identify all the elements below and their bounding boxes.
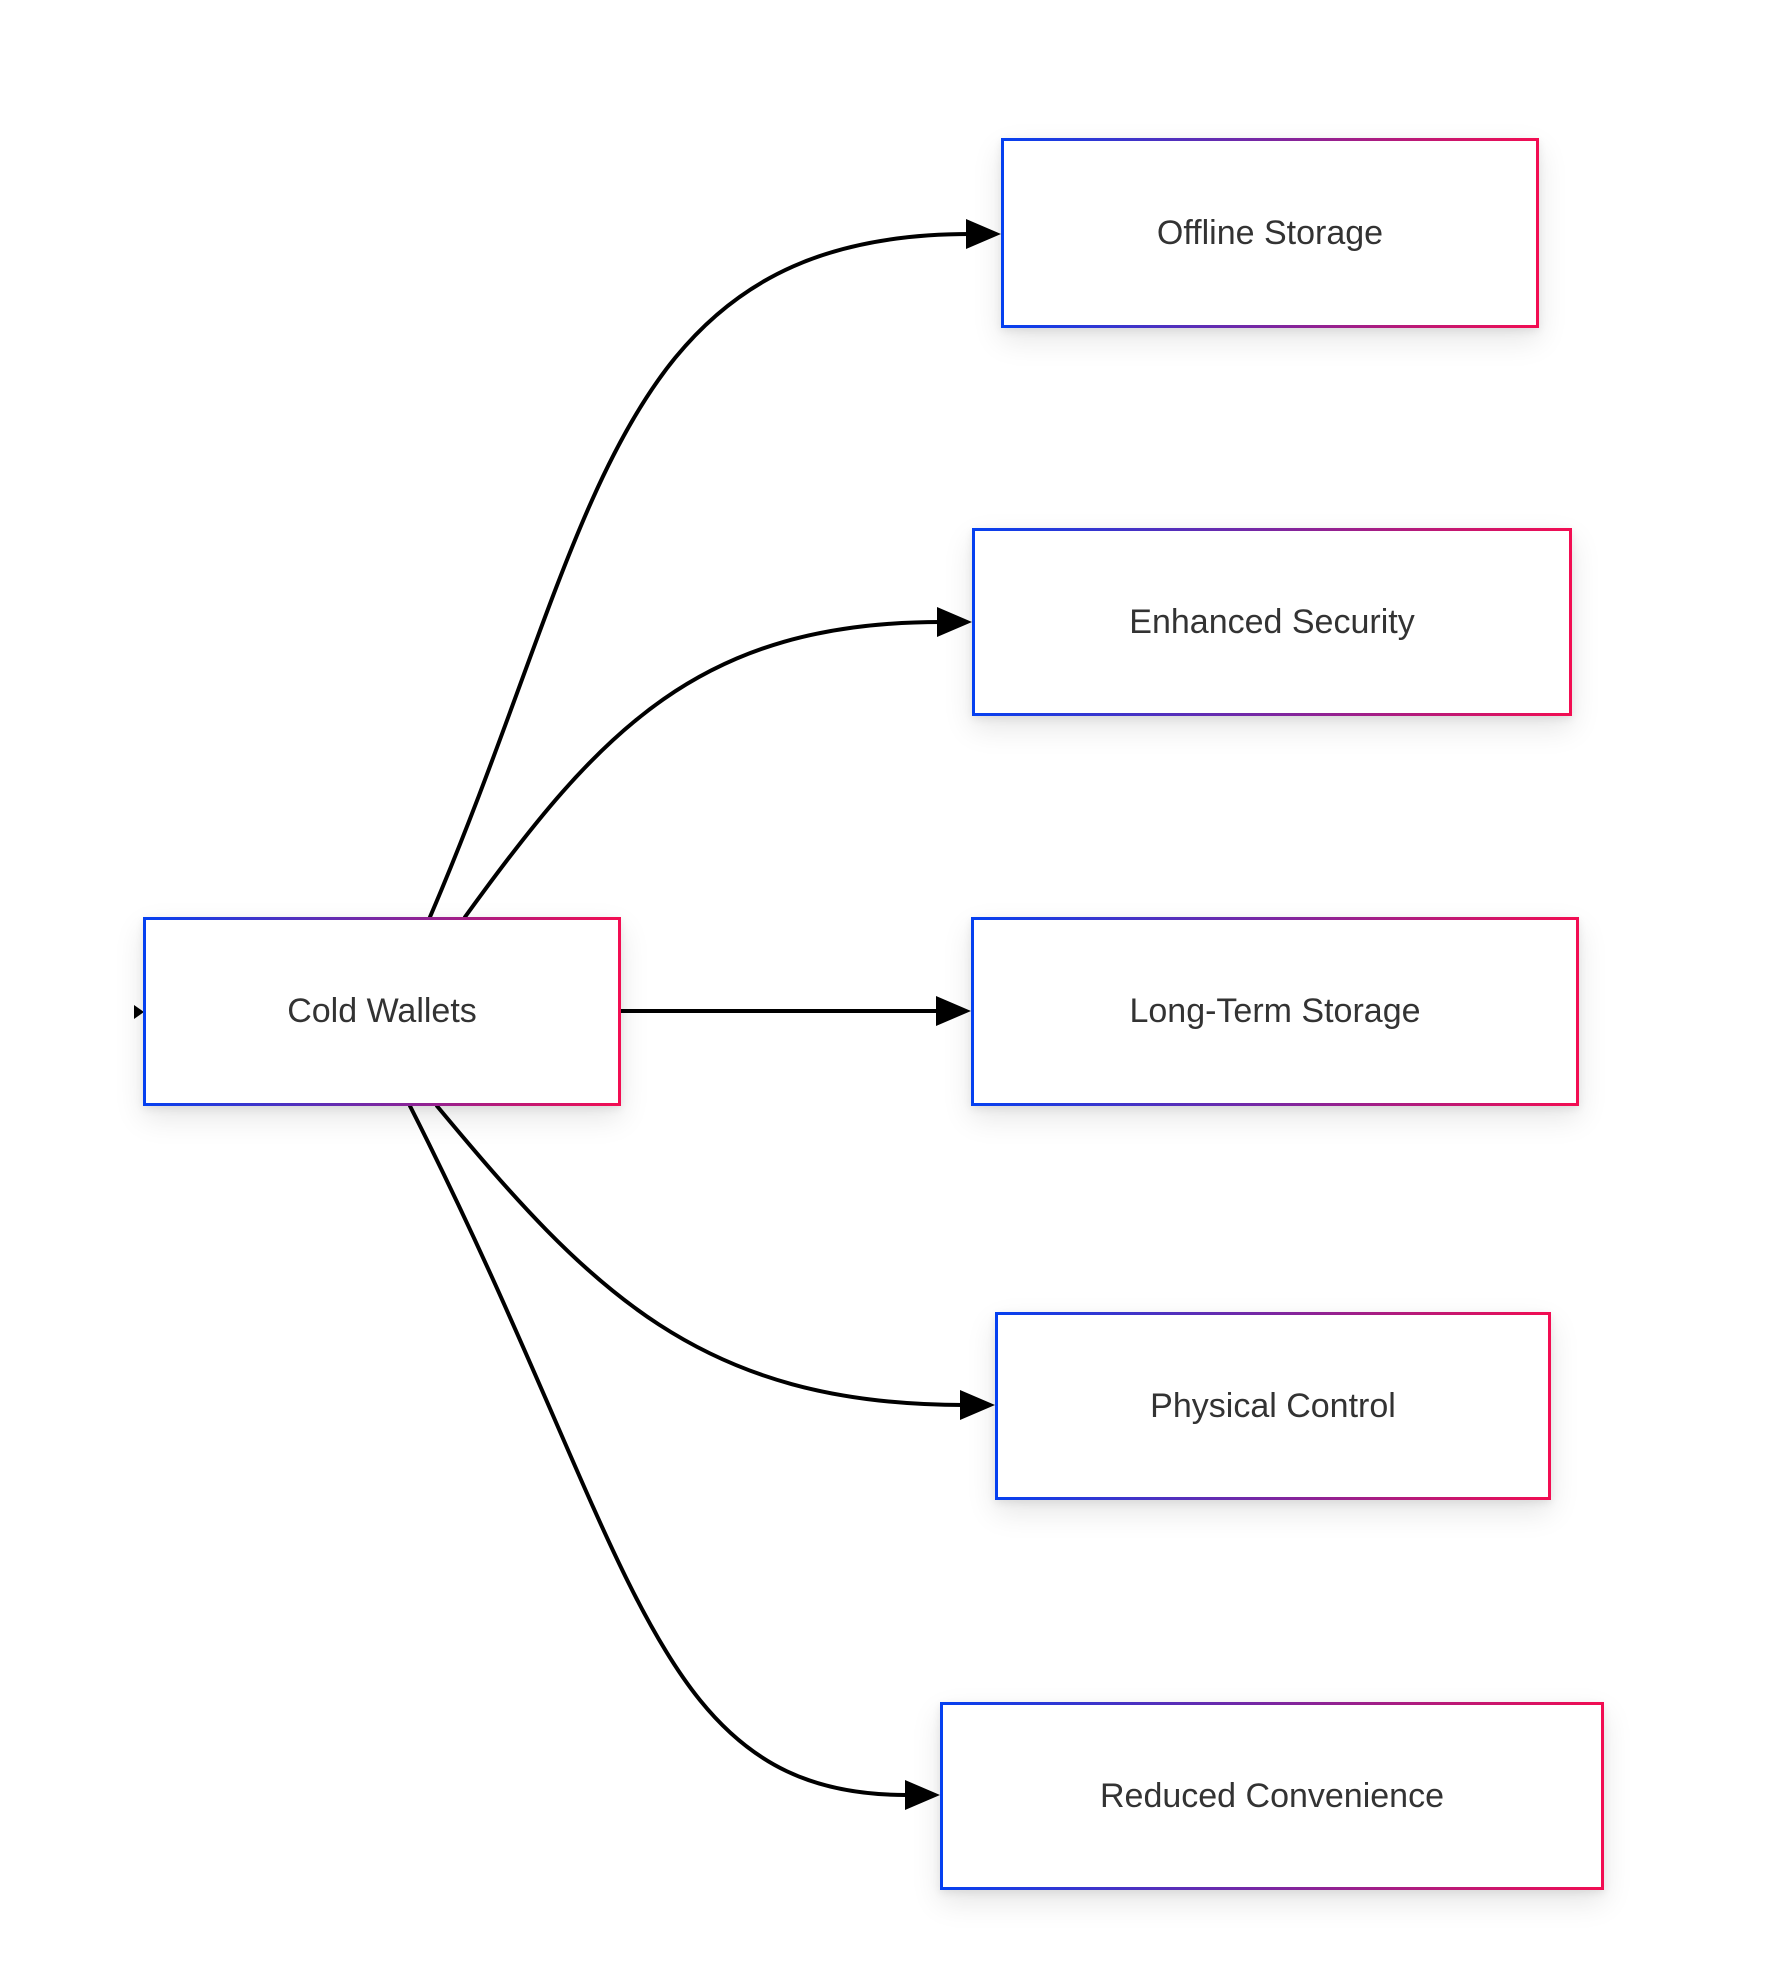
edge-cold-wallets-to-offline-storage bbox=[428, 232, 972, 919]
node-reduced-convenience: Reduced Convenience bbox=[940, 1702, 1604, 1890]
node-offline-storage: Offline Storage bbox=[1001, 138, 1539, 328]
node-cold-wallets: Cold Wallets bbox=[143, 917, 621, 1106]
node-label-long-term-storage: Long-Term Storage bbox=[1129, 992, 1421, 1031]
edge-cold-wallets-to-physical-control bbox=[435, 1104, 966, 1407]
edge-cold-wallets-to-reduced-convenience bbox=[408, 1104, 908, 1797]
arrowhead-long-term-storage bbox=[936, 996, 971, 1026]
node-label-physical-control: Physical Control bbox=[1150, 1386, 1396, 1425]
node-long-term-storage: Long-Term Storage bbox=[971, 917, 1579, 1106]
node-enhanced-security: Enhanced Security bbox=[972, 528, 1572, 716]
node-label-reduced-convenience: Reduced Convenience bbox=[1099, 1776, 1445, 1815]
node-label-cold-wallets: Cold Wallets bbox=[287, 992, 477, 1031]
node-label-enhanced-security: Enhanced Security bbox=[1129, 602, 1415, 641]
arrowhead-reduced-convenience bbox=[905, 1780, 940, 1810]
node-label-offline-storage: Offline Storage bbox=[1156, 213, 1384, 252]
arrowhead-offline-storage bbox=[966, 219, 1001, 249]
node-physical-control: Physical Control bbox=[995, 1312, 1551, 1500]
arrowhead-enhanced-security bbox=[937, 607, 972, 637]
arrowhead-physical-control bbox=[960, 1390, 995, 1420]
edge-cold-wallets-to-enhanced-security bbox=[463, 620, 943, 919]
